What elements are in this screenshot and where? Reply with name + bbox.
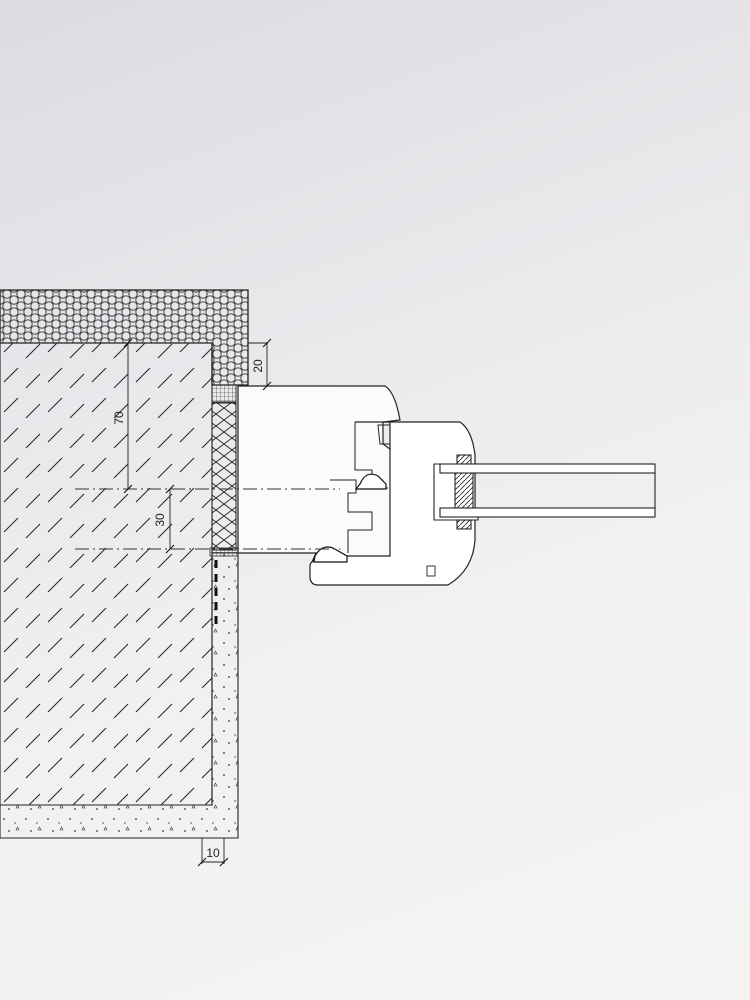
glass-pane-inner (439, 507, 656, 518)
dimension-30-label: 30 (153, 513, 167, 527)
glass-spacer (454, 469, 474, 511)
seal-lower (313, 546, 348, 563)
seal-upper (354, 473, 387, 490)
wall-block (0, 342, 213, 806)
dimension-10-label: 10 (206, 846, 220, 860)
glazing-gasket-bottom (456, 519, 472, 530)
sash-drain-slot (426, 565, 436, 577)
dimension-20-label: 20 (251, 359, 265, 373)
frame-notch (330, 479, 373, 553)
glazing-gasket-top (456, 454, 472, 465)
dimension-70-label: 70 (112, 411, 126, 425)
sash-rebate (377, 424, 391, 445)
insulation-strip (211, 401, 237, 551)
dimension-30: 30 (153, 484, 175, 554)
grid-block-top (211, 384, 237, 404)
dimension-20: 20 (248, 338, 272, 391)
dimension-70: 70 (112, 338, 133, 494)
dimension-10: 10 (197, 838, 229, 867)
glass-pane-outer (439, 463, 656, 474)
